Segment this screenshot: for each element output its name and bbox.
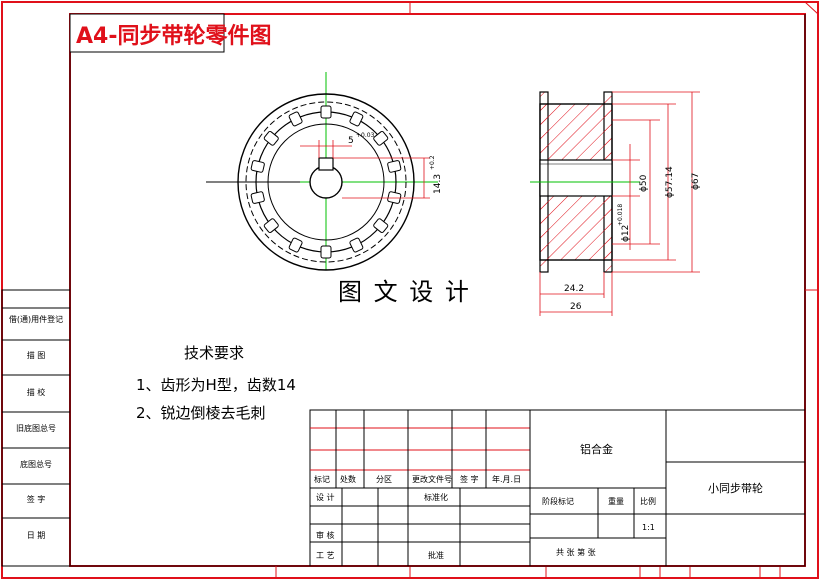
tooth bbox=[250, 191, 265, 204]
tech-item-2: 2、锐边倒棱去毛刺 bbox=[136, 404, 266, 422]
tb-header-sign: 签 字 bbox=[460, 474, 479, 484]
front-view: 5 +0.03 14.3 +0.2 bbox=[206, 72, 443, 271]
bore-tol: +0.018 bbox=[617, 204, 624, 226]
keyway bbox=[318, 157, 334, 171]
tb-header-doc: 更改文件号 bbox=[412, 474, 452, 484]
section-view: ϕ12 +0.018 ϕ50 ϕ57.14 ϕ67 24.2 26 bbox=[530, 91, 701, 316]
pitch-dia-dim: ϕ57.14 bbox=[665, 166, 675, 198]
bore-section bbox=[539, 159, 613, 197]
title-box bbox=[69, 13, 225, 53]
keyway-depth-tol: +0.2 bbox=[429, 155, 436, 170]
tooth bbox=[373, 218, 389, 233]
tb-process: 工 艺 bbox=[316, 551, 335, 560]
bore-dim: ϕ12 bbox=[621, 225, 631, 242]
tooth bbox=[263, 131, 279, 146]
side-label: 日 期 bbox=[27, 531, 46, 540]
tooth bbox=[387, 191, 402, 204]
tb-part-name: 小同步带轮 bbox=[708, 481, 763, 495]
tb-review: 审 核 bbox=[316, 530, 335, 540]
side-label: 借(通)用件登记 bbox=[9, 314, 63, 324]
tooth bbox=[387, 160, 402, 173]
side-table bbox=[1, 289, 71, 567]
tooth bbox=[320, 105, 332, 119]
tb-approve: 批准 bbox=[428, 550, 444, 560]
tooth bbox=[349, 237, 364, 253]
tb-design: 设 计 bbox=[316, 492, 335, 502]
watermark-text: 图 文 设 计 bbox=[338, 278, 471, 306]
inner-width-dim: 24.2 bbox=[564, 284, 584, 294]
side-label: 描 图 bbox=[27, 350, 46, 360]
bore-circle bbox=[309, 165, 343, 199]
tb-header-zone: 分区 bbox=[376, 475, 392, 484]
tooth bbox=[263, 218, 279, 233]
tooth bbox=[349, 111, 364, 127]
tooth bbox=[250, 160, 265, 173]
side-label: 描 校 bbox=[27, 387, 46, 397]
drawing-title: A4-同步带轮零件图 bbox=[76, 23, 271, 49]
tb-weight: 重量 bbox=[608, 496, 624, 506]
tooth bbox=[320, 245, 332, 259]
keyway-width-tol: +0.03 bbox=[356, 132, 375, 139]
tooth bbox=[288, 237, 303, 253]
keyway-depth-dim: 14.3 bbox=[433, 174, 443, 194]
flange-dia-dim: ϕ67 bbox=[691, 173, 701, 190]
pulley-teeth bbox=[250, 105, 402, 259]
hub-dia-dim: ϕ50 bbox=[639, 174, 649, 192]
keyway-width-dim: 5 bbox=[348, 136, 354, 146]
tb-material: 铝合金 bbox=[580, 442, 613, 456]
title-block-grid bbox=[309, 409, 806, 567]
tb-stage-mark: 阶段标记 bbox=[542, 496, 574, 506]
tech-heading: 技术要求 bbox=[184, 344, 244, 362]
total-width-dim: 26 bbox=[570, 302, 582, 312]
side-label: 旧底图总号 bbox=[16, 423, 56, 433]
tb-standardize: 标准化 bbox=[424, 492, 448, 502]
side-label: 签 字 bbox=[27, 494, 46, 504]
side-label: 底图总号 bbox=[20, 459, 52, 469]
tooth bbox=[288, 111, 303, 127]
tb-sheets: 共 张 第 张 bbox=[556, 547, 596, 557]
tb-header-mark: 标记 bbox=[314, 474, 330, 484]
tb-scale-label: 比例 bbox=[640, 496, 656, 506]
tb-scale: 1:1 bbox=[642, 523, 655, 532]
tb-header-date: 年.月.日 bbox=[492, 474, 521, 484]
flange-circle bbox=[237, 93, 415, 271]
tb-header-count: 处数 bbox=[340, 474, 356, 484]
tech-item-1: 1、齿形为H型，齿数14 bbox=[136, 376, 296, 394]
tooth bbox=[373, 131, 389, 146]
